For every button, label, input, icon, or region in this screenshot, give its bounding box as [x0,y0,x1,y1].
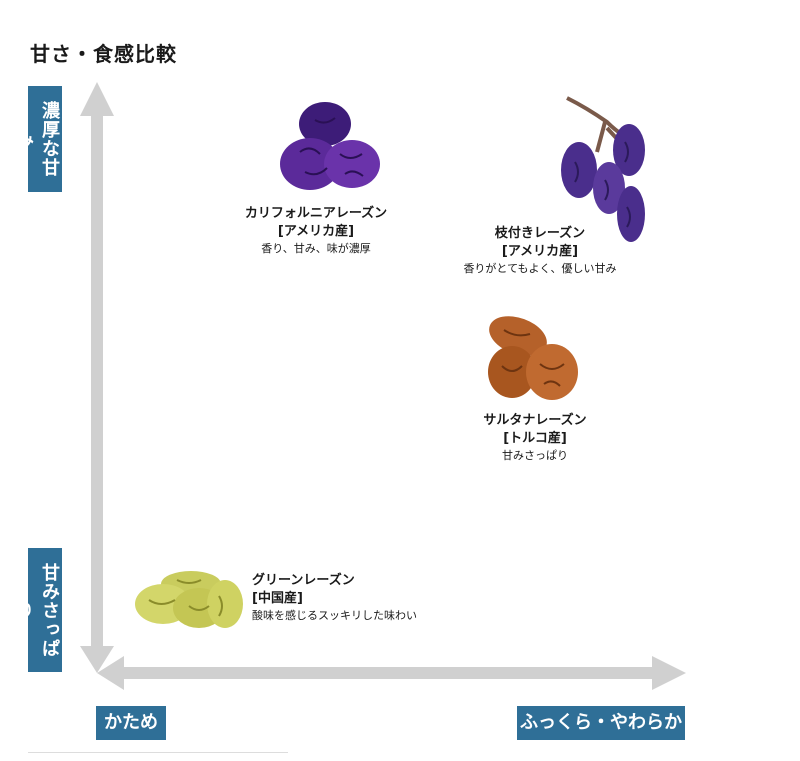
item-name: カリフォルニアレーズン [244,206,388,221]
item-description: 香りがとてもよく、優しい甘み [463,262,617,276]
item-origin: [アメリカ産] [277,223,355,239]
stem-raisin-illustration [561,96,645,242]
item-description: 香り、甘み、味が濃厚 [261,242,371,256]
item-description: 甘みさっぱり [502,449,568,463]
item-name: サルタナレーズン [483,413,587,428]
origin-arrowhead-left [97,656,124,690]
y-axis-top-label: 濃厚な甘み [13,86,62,192]
green-raisin-illustration [135,571,243,628]
sultana-raisin-label: サルタナレーズン [トルコ産] 甘みさっぱり [450,412,620,464]
x-axis-right-label: ふっくら・やわらか [517,706,685,740]
y-axis-bottom-label: 甘みさっぱり [13,548,62,672]
item-name: 枝付きレーズン [494,226,586,241]
item-name: グリーンレーズン [252,573,355,588]
y-axis-arrowhead [80,82,114,116]
green-raisin-label: グリーンレーズン [中国産] 酸味を感じるスッキリした味わい [252,572,472,624]
x-axis-shaft [112,667,658,679]
y-axis-shaft [91,112,103,650]
origin-arrowhead [80,646,114,673]
x-axis-left-label: かため [96,706,166,740]
california-raisin-illustration [280,102,380,190]
item-description: 酸味を感じるスッキリした味わい [252,609,417,623]
california-raisin-label: カリフォルニアレーズン [アメリカ産] 香り、甘み、味が濃厚 [236,205,396,257]
item-origin: [中国産] [252,590,303,606]
stem-raisin-label: 枝付きレーズン [アメリカ産] 香りがとてもよく、優しい甘み [440,225,640,277]
item-origin: [トルコ産] [503,430,567,446]
sultana-raisin-illustration [488,316,578,400]
footer-divider [28,752,288,753]
item-origin: [アメリカ産] [501,243,579,259]
x-axis-arrowhead [652,656,686,690]
chart-title: 甘さ・食感比較 [30,42,177,66]
